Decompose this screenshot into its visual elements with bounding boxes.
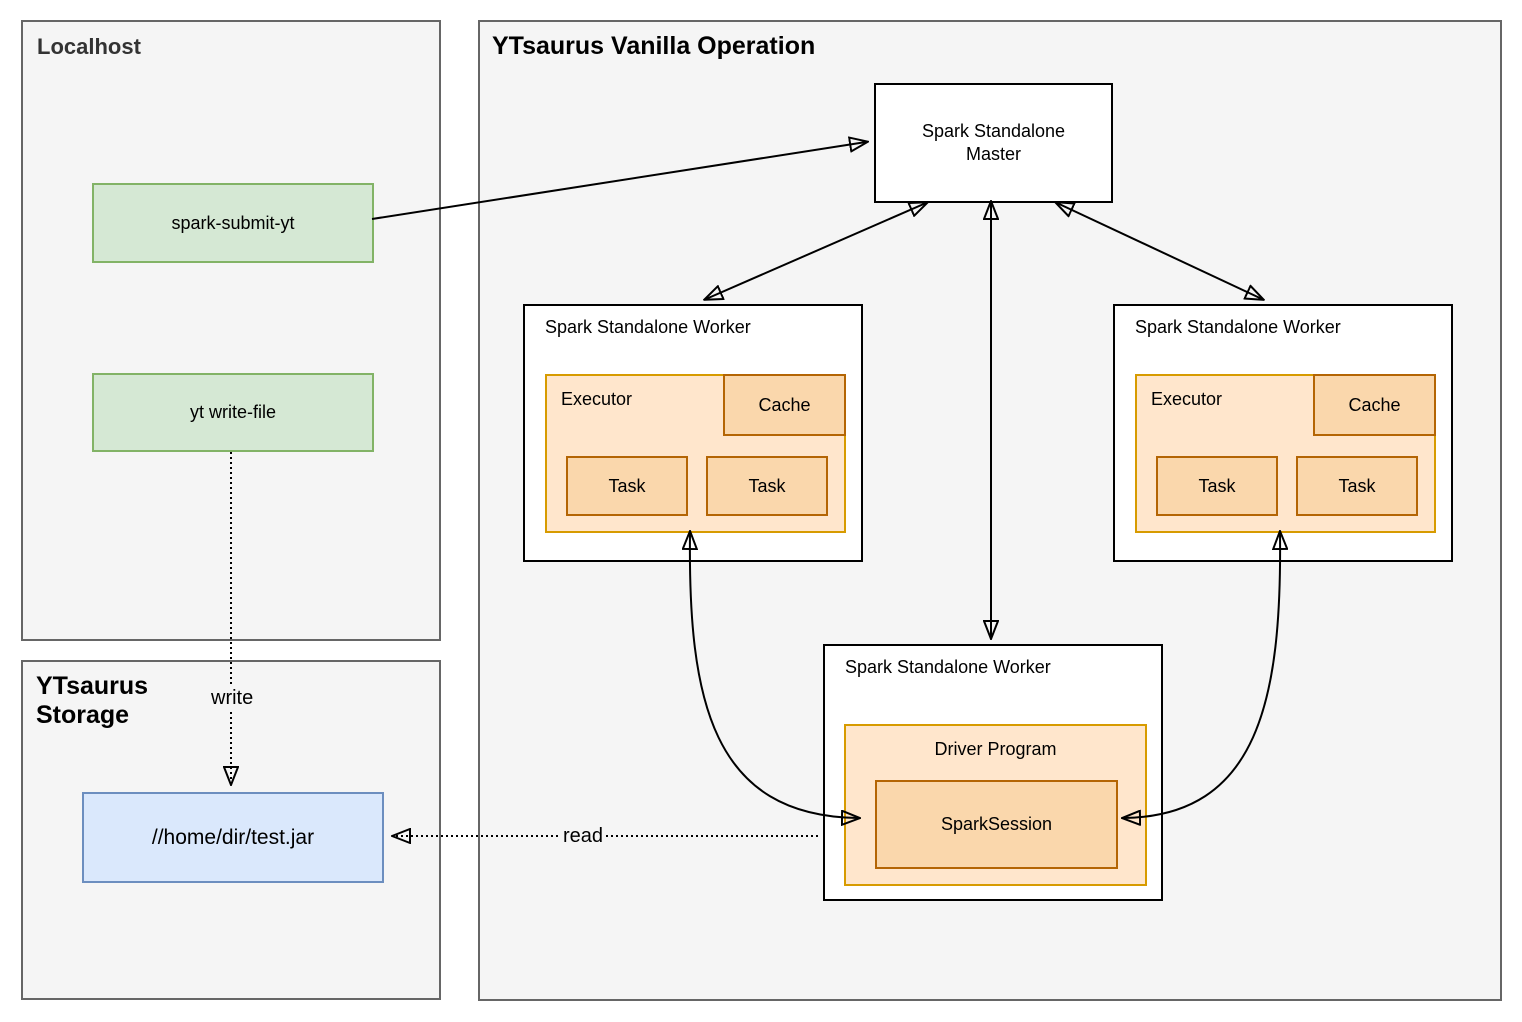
edge-label-write: write <box>208 686 257 710</box>
worker-left-task-box: Task <box>566 456 688 516</box>
node-spark-worker-right: Spark Standalone Worker Executor Cache T… <box>1113 304 1453 562</box>
worker-right-task-box: Task <box>1296 456 1418 516</box>
spark-session-box: SparkSession <box>875 780 1118 869</box>
worker-left-executor-label: Executor <box>561 389 633 409</box>
node-spark-worker-driver: Spark Standalone Worker Driver Program S… <box>823 644 1163 901</box>
node-spark-master-label: Spark Standalone Master <box>921 120 1066 164</box>
worker-left-title: Spark Standalone Worker <box>545 317 751 337</box>
worker-left-task-box: Task <box>706 456 828 516</box>
node-yt-write-file: yt write-file <box>92 373 374 452</box>
node-spark-worker-left: Spark Standalone Worker Executor Cache T… <box>523 304 863 562</box>
localhost-title: Localhost <box>37 34 141 59</box>
node-spark-submit-yt-label: spark-submit-yt <box>171 212 295 233</box>
node-yt-write-file-label: yt write-file <box>189 402 276 422</box>
node-jar-file: //home/dir/test.jar <box>82 792 384 883</box>
worker-left-cache-box: Cache <box>723 374 846 436</box>
worker-right-task-box: Task <box>1156 456 1278 516</box>
operation-container: YTsaurus Vanilla Operation Spark Standal… <box>478 20 1502 1001</box>
worker-right-executor-label: Executor <box>1151 389 1223 409</box>
node-spark-submit-yt: spark-submit-yt <box>92 183 374 263</box>
operation-title: YTsaurus Vanilla Operation <box>492 32 816 60</box>
driver-program-box: Driver Program SparkSession <box>844 724 1147 886</box>
worker-right-title: Spark Standalone Worker <box>1135 317 1341 337</box>
worker-right-cache-box: Cache <box>1313 374 1436 436</box>
localhost-container: Localhost spark-submit-yt yt write-file <box>21 20 441 641</box>
storage-container: YTsaurus Storage //home/dir/test.jar <box>21 660 441 1000</box>
node-jar-file-label: //home/dir/test.jar <box>151 825 315 849</box>
storage-title: YTsaurus Storage <box>36 672 149 729</box>
node-spark-master: Spark Standalone Master <box>874 83 1113 203</box>
worker-left-executor-box: Executor Cache Task Task <box>545 374 846 533</box>
worker-right-executor-box: Executor Cache Task Task <box>1135 374 1436 533</box>
worker-driver-title: Spark Standalone Worker <box>845 657 1051 677</box>
edge-label-read: read <box>560 824 607 848</box>
driver-program-label: Driver Program <box>934 739 1057 759</box>
